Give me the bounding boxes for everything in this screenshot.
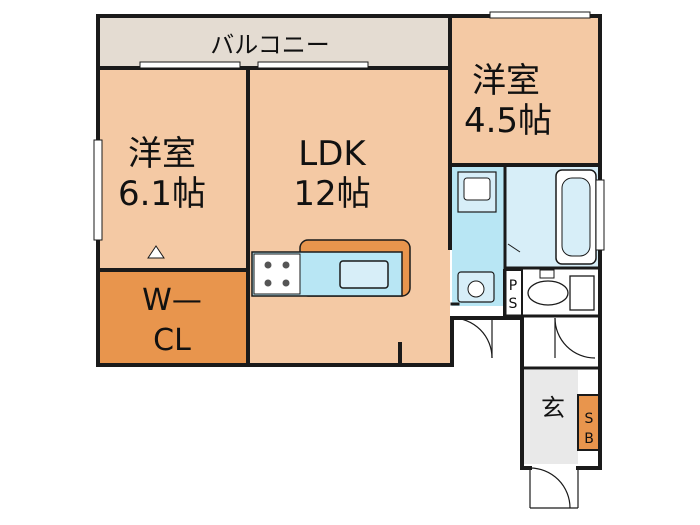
ps-label-2: S	[509, 296, 518, 312]
washing-machine-drum-icon	[467, 280, 485, 298]
shoe-box-label-1: S	[585, 411, 594, 427]
western-room-1-floor	[100, 70, 246, 268]
balcony-floor	[100, 18, 448, 66]
western-room-2-size: 4.5帖	[464, 101, 552, 141]
bathtub-inner	[561, 177, 591, 257]
ldk-name: LDK	[298, 134, 367, 174]
entrance-door-swing	[529, 467, 571, 509]
burner-icon	[264, 261, 272, 269]
ldk-floor	[250, 70, 450, 363]
stove	[253, 253, 301, 295]
shower-line	[507, 243, 521, 253]
toilet-wall-tank	[539, 269, 555, 279]
balcony-label: バルコニー	[210, 31, 330, 59]
entrance-floor	[524, 370, 578, 464]
western-room-2-floor	[452, 18, 600, 163]
washbasin-bowl	[463, 177, 491, 201]
western-room-2-name: 洋室	[472, 61, 540, 101]
western-room-1-size: 6.1帖	[118, 174, 206, 214]
hall-door-swing-2	[451, 317, 493, 359]
burner-icon	[282, 279, 290, 287]
entrance-label: 玄	[541, 394, 565, 422]
doors	[451, 317, 596, 509]
shoe-box-label-2: B	[584, 431, 594, 447]
walk-in-closet-label-1: W—	[142, 283, 202, 318]
windows	[93, 11, 605, 251]
walk-in-closet-floor	[100, 271, 246, 363]
sink	[339, 260, 389, 289]
toilet-tank	[569, 275, 595, 311]
closet-door-marker	[147, 245, 165, 259]
hall-door-swing	[554, 317, 596, 359]
ldk-size: 12帖	[293, 174, 370, 214]
burner-icon	[282, 261, 290, 269]
burner-icon	[264, 279, 272, 287]
toilet-bowl	[527, 280, 569, 306]
walk-in-closet-label-2: CL	[153, 323, 191, 358]
hallway-floor	[452, 318, 600, 368]
ps-label-1: P	[509, 278, 517, 294]
western-room-1-name: 洋室	[128, 134, 196, 174]
